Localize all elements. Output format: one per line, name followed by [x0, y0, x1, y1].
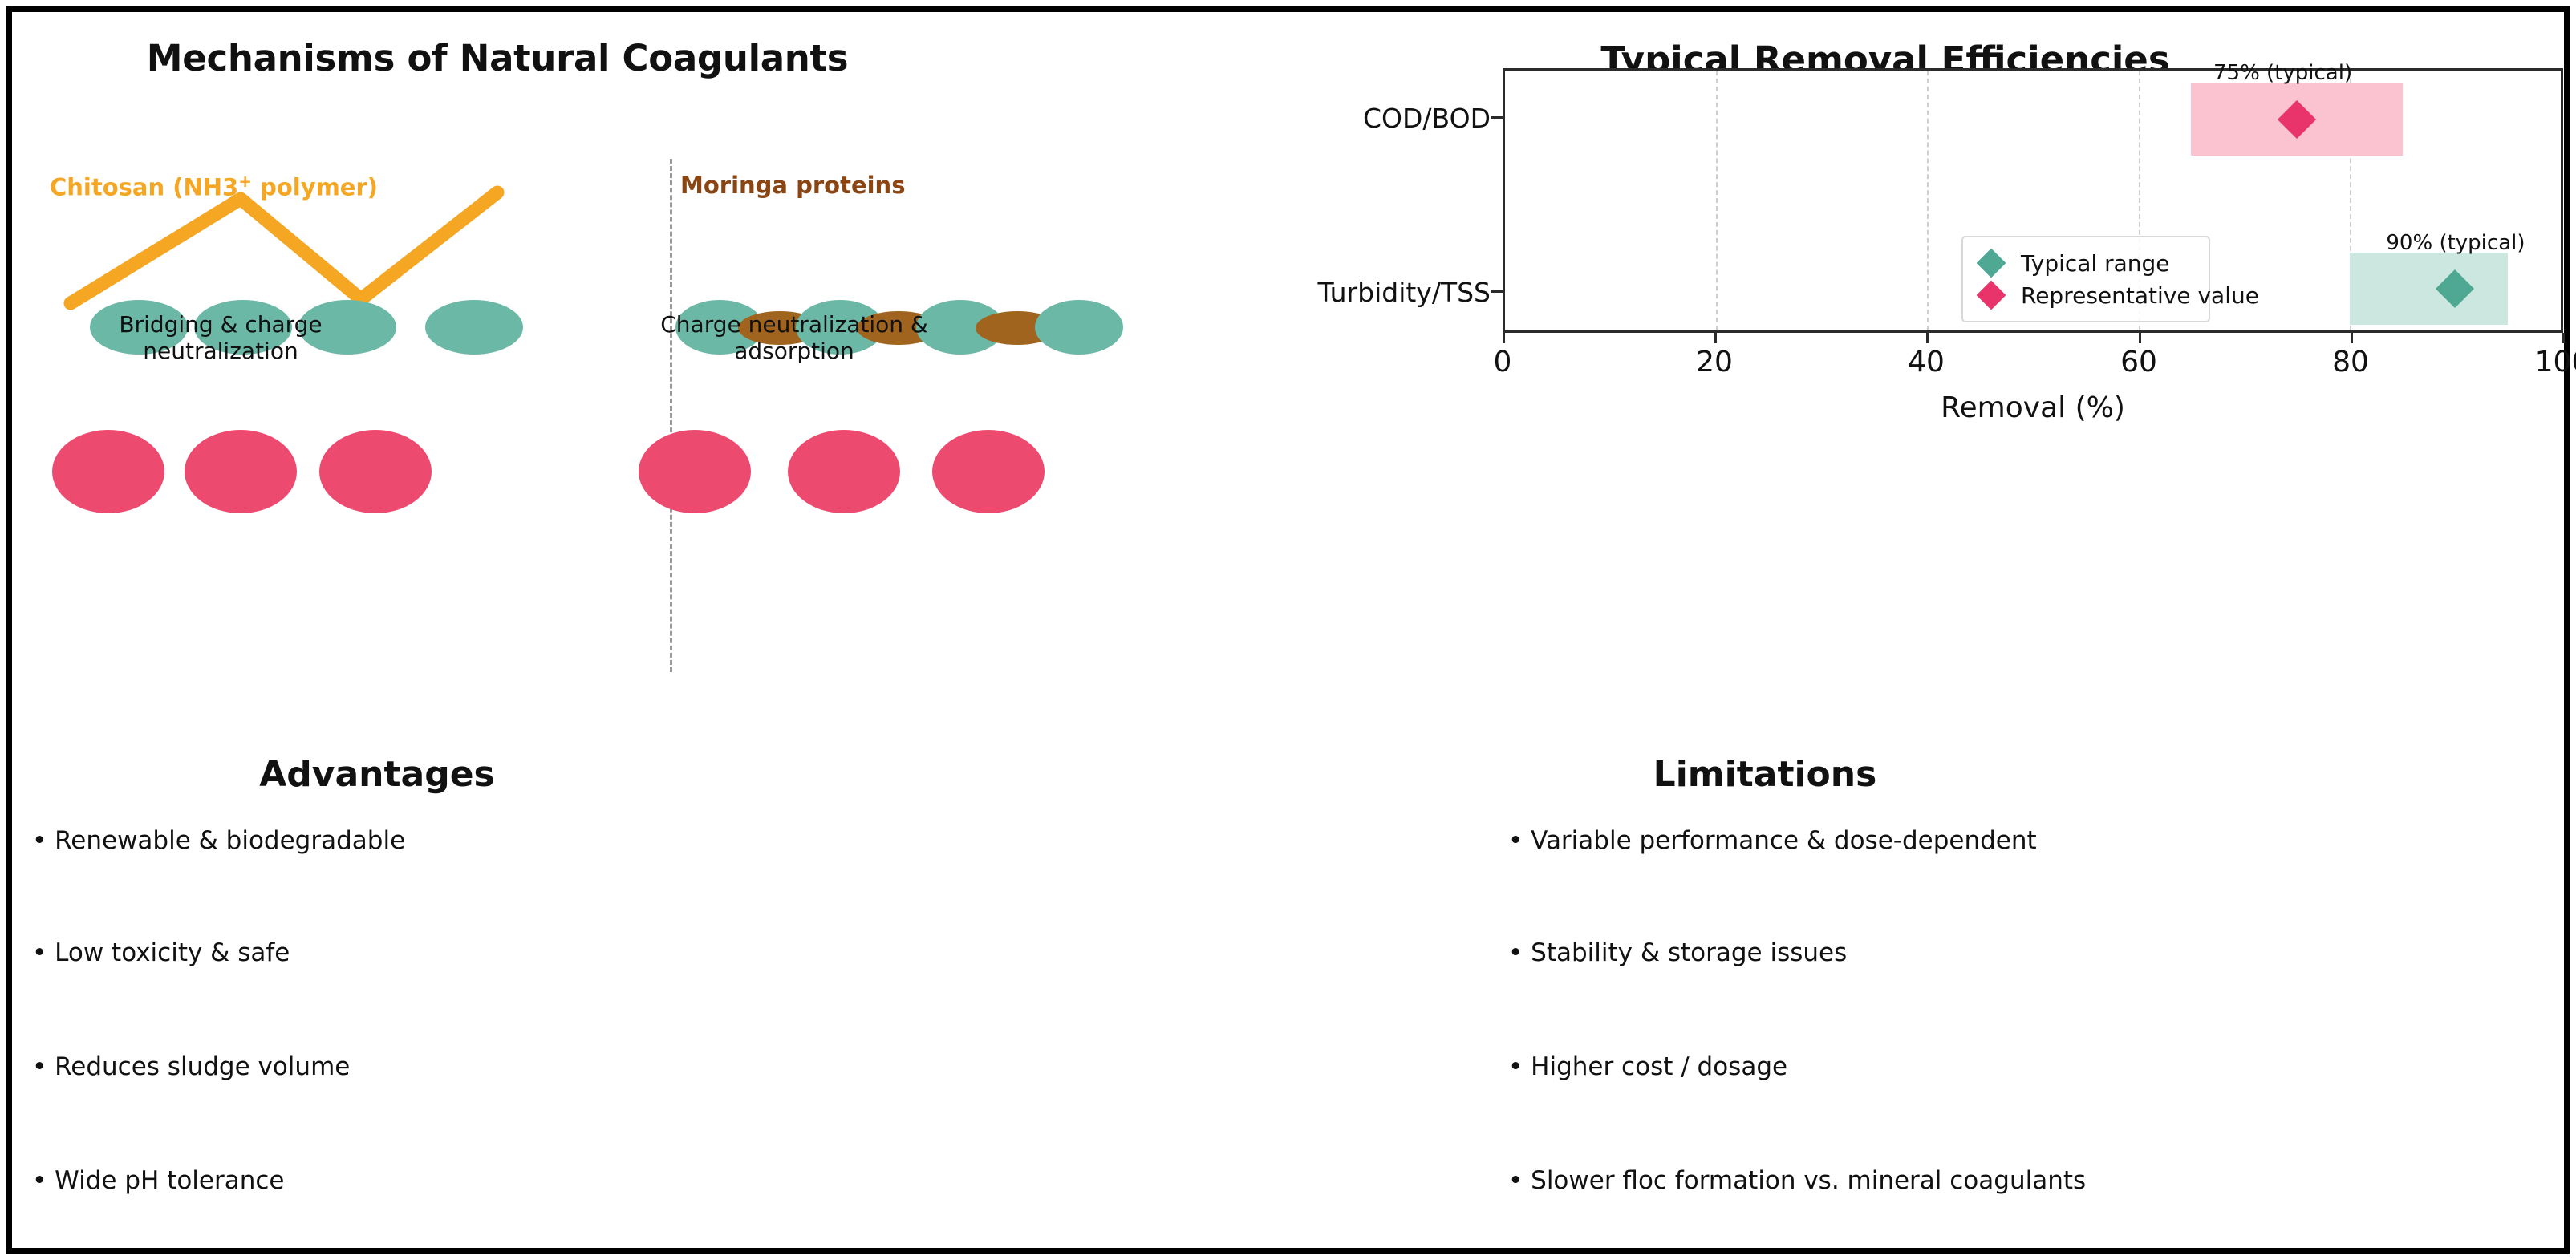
- ytick-mark-cod-bod: [1491, 116, 1503, 119]
- floc-particle-pink: [52, 430, 164, 513]
- legend-label-representative-value: Representative value: [2021, 282, 2259, 309]
- mechanisms-panel: Mechanisms of Natural Coagulants Chitosa…: [24, 14, 1147, 720]
- gridline-80: [2349, 71, 2351, 330]
- gridline-40: [1927, 71, 1929, 330]
- limitations-title: Limitations: [1653, 754, 1877, 795]
- floc-particle-pink: [639, 430, 751, 513]
- xtick-mark-60: [2139, 333, 2141, 343]
- mechanism-caption-left: Bridging & charge neutralization: [119, 311, 323, 365]
- chitosan-label-suffix: polymer): [251, 173, 379, 201]
- limitations-list-item: • Slower floc formation vs. mineral coag…: [1508, 1166, 2087, 1195]
- floc-particle-pink: [932, 430, 1045, 513]
- limitations-panel: Limitations • Variable performance & dos…: [1364, 754, 2527, 1243]
- xtick-mark-40: [1926, 333, 1929, 343]
- gridline-20: [1716, 71, 1718, 330]
- chitosan-label: Chitosan (NH3+ polymer): [50, 172, 378, 201]
- chitosan-polymer-chain-icon: [63, 185, 505, 310]
- particle-teal: [425, 300, 523, 355]
- ytick-label-cod-bod: COD/BOD: [1363, 103, 1491, 134]
- legend-entry-representative-value[interactable]: Representative value: [1974, 279, 2259, 311]
- particle-teal: [90, 300, 188, 355]
- mechanisms-title: Mechanisms of Natural Coagulants: [146, 37, 849, 79]
- xtick-label-80: 80: [2332, 346, 2369, 379]
- panel-divider-dashed-line: [670, 159, 672, 672]
- advantages-list-item: • Wide pH tolerance: [32, 1166, 285, 1195]
- ytick-label-turbidity-tss: Turbidity/TSS: [1317, 277, 1491, 308]
- particle-teal: [298, 300, 396, 355]
- legend-swatch-diamond-icon: [1976, 248, 2006, 278]
- particle-teal: [194, 300, 292, 355]
- legend-label-typical-range: Typical range: [2021, 249, 2170, 277]
- chart-legend[interactable]: Typical range Representative value: [1961, 236, 2259, 322]
- floc-particle-pink: [319, 430, 432, 513]
- advantages-title: Advantages: [259, 754, 495, 795]
- annotation-turbidity-tss: 90% (typical): [2386, 231, 2525, 255]
- gridline-60: [2138, 71, 2140, 330]
- particle-teal: [1035, 300, 1123, 355]
- advantages-panel: Advantages • Renewable & biodegradable •…: [24, 754, 1147, 1243]
- mechanism-caption-right: Charge neutralization & adsorption: [660, 311, 928, 365]
- limitations-list-item: • Stability & storage issues: [1508, 938, 1848, 967]
- xtick-label-100: 100: [2534, 346, 2576, 379]
- legend-swatch-diamond-icon: [1976, 280, 2006, 310]
- ytick-mark-turbidity-tss: [1491, 290, 1503, 293]
- xtick-mark-0: [1503, 333, 1505, 343]
- xtick-label-0: 0: [1493, 346, 1512, 379]
- advantages-list-item: • Low toxicity & safe: [32, 938, 290, 967]
- chitosan-label-prefix: Chitosan (NH3: [50, 173, 239, 201]
- legend-entry-typical-range[interactable]: Typical range: [1974, 247, 2197, 279]
- advantages-list-item: • Renewable & biodegradable: [32, 826, 406, 855]
- x-axis-title: Removal (%): [1941, 391, 2125, 424]
- xtick-label-20: 20: [1696, 346, 1733, 379]
- annotation-cod-bod: 75% (typical): [2213, 61, 2353, 85]
- range-bar-turbidity-tss: [2349, 253, 2509, 325]
- limitations-list-item: • Higher cost / dosage: [1508, 1052, 1788, 1081]
- chitosan-label-superscript: +: [238, 172, 252, 191]
- xtick-mark-80: [2351, 333, 2353, 343]
- xtick-mark-100: [2562, 333, 2565, 343]
- limitations-list-item: • Variable performance & dose-dependent: [1508, 826, 2037, 855]
- floc-particle-pink: [185, 430, 297, 513]
- floc-particle-pink: [788, 430, 900, 513]
- moringa-label: Moringa proteins: [680, 172, 906, 199]
- xtick-label-40: 40: [1908, 346, 1945, 379]
- xtick-label-60: 60: [2120, 346, 2157, 379]
- removal-efficiency-chart-panel: Typical Removal Efficiencies COD/BOD Tur…: [1147, 14, 2576, 784]
- xtick-mark-20: [1714, 333, 1717, 343]
- advantages-list-item: • Reduces sludge volume: [32, 1052, 351, 1081]
